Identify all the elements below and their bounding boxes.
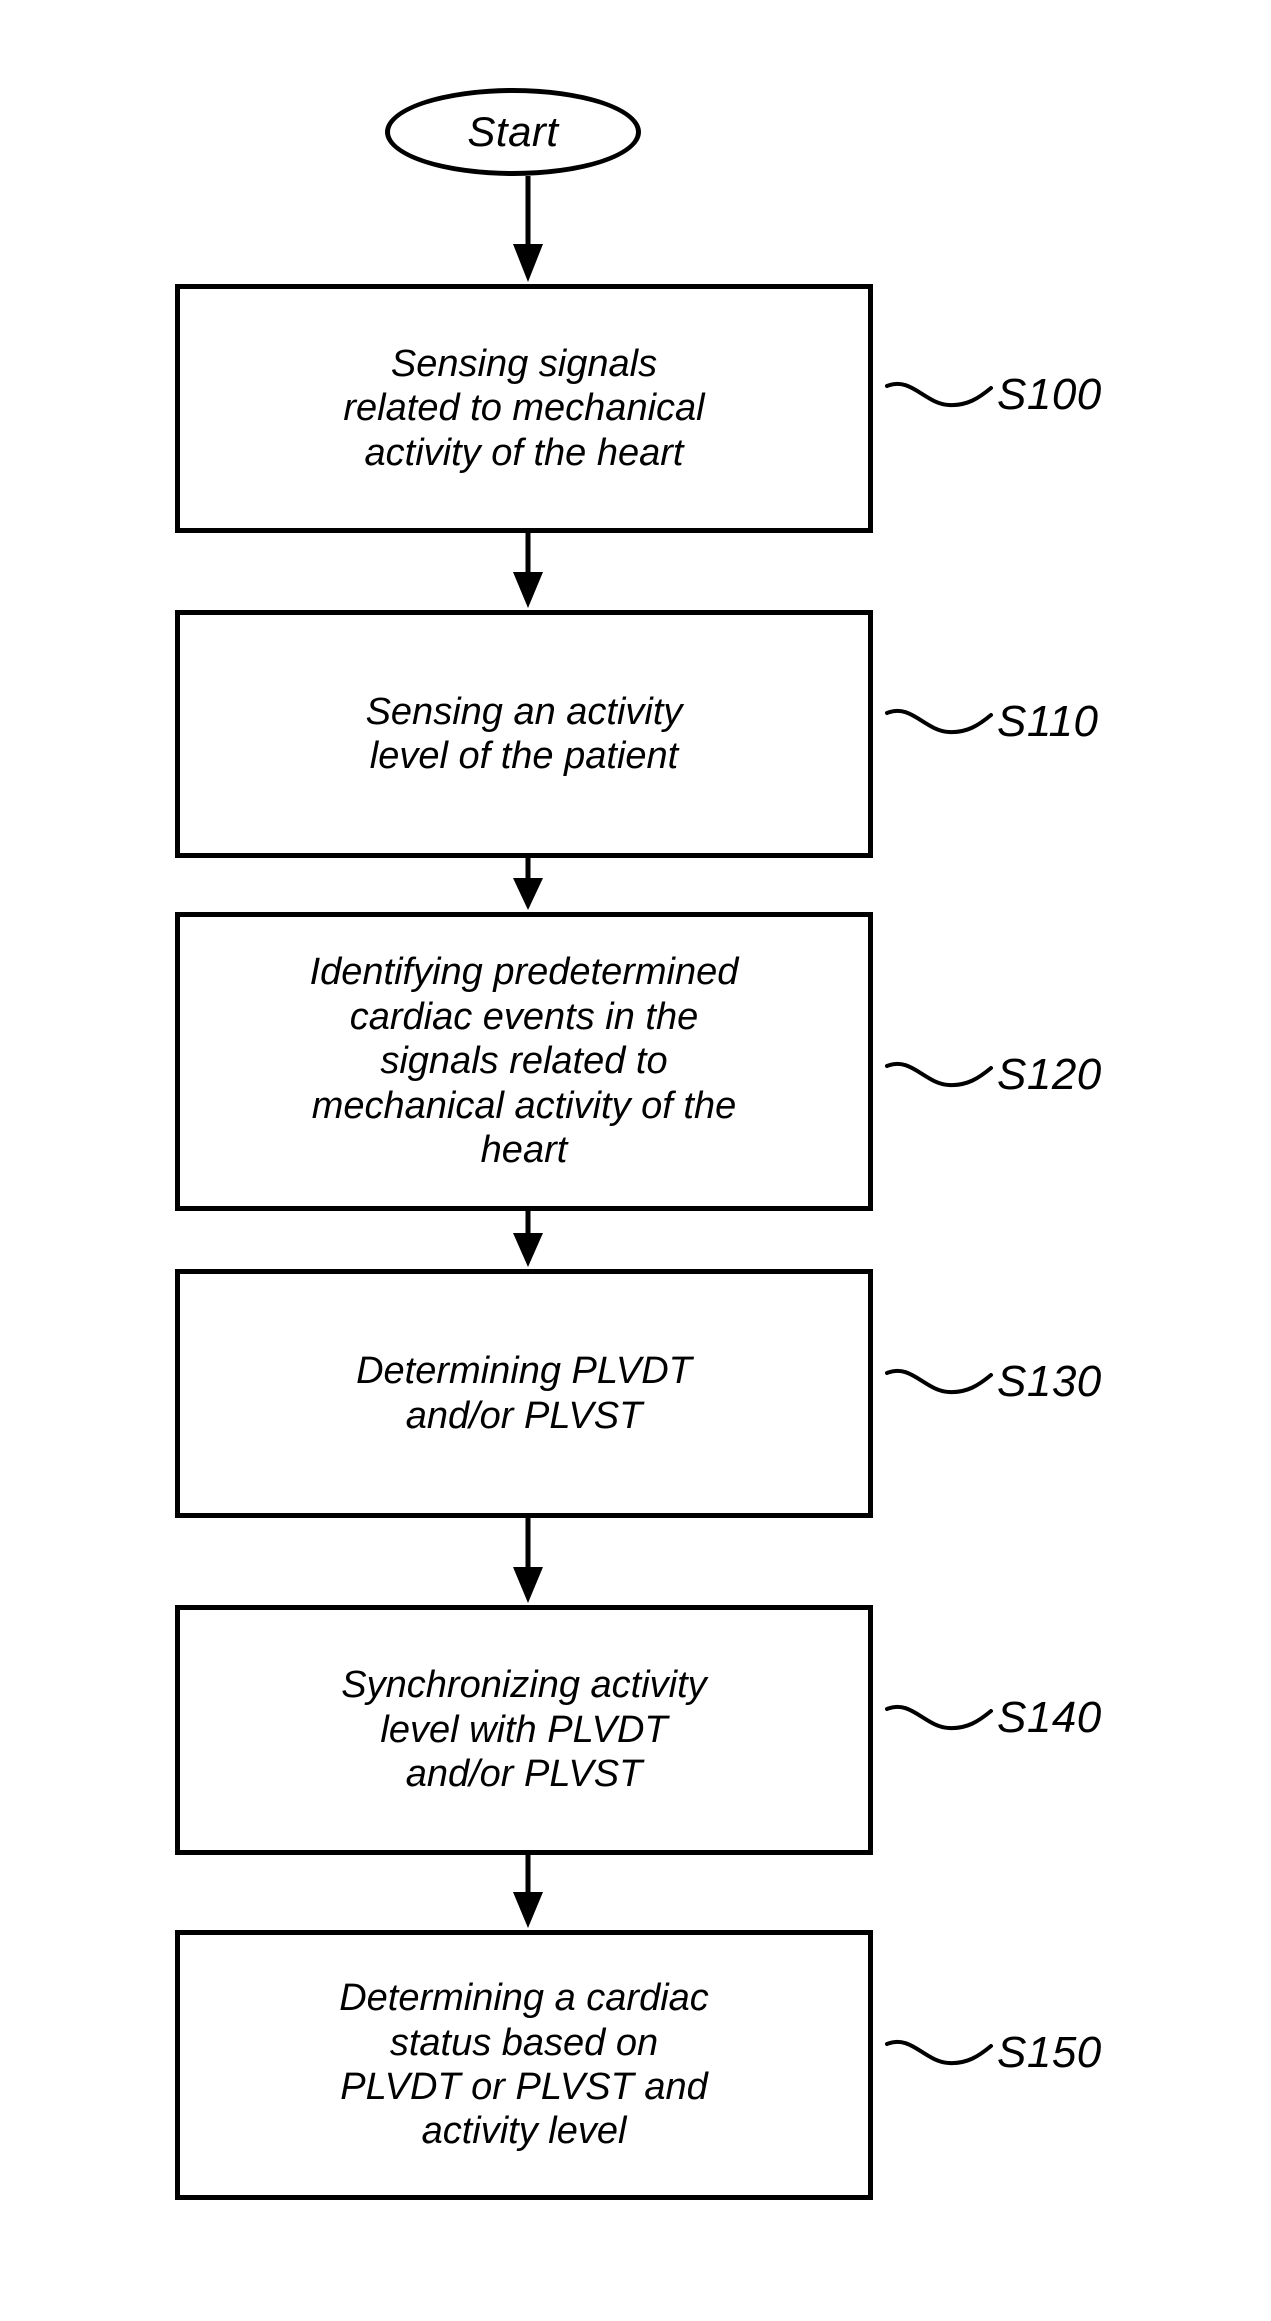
- leader-line-s110: [885, 699, 995, 743]
- connector-s140-to-s150: [506, 1855, 550, 1930]
- connector-s130-to-s140: [506, 1518, 550, 1605]
- process-box-s110: Sensing an activity level of the patient: [175, 610, 873, 858]
- process-box-s120: Identifying predetermined cardiac events…: [175, 912, 873, 1211]
- reference-label-s150: S150: [997, 2028, 1102, 2077]
- arrow-down-icon: [513, 1855, 543, 1928]
- process-box-s130: Determining PLVDT and/or PLVST: [175, 1269, 873, 1518]
- process-box-s100-text: Sensing signals related to mechanical ac…: [343, 342, 705, 474]
- leader-line-s140: [885, 1695, 995, 1739]
- leader-line-s150: [885, 2030, 995, 2074]
- connector-s110-to-s120: [506, 858, 550, 912]
- arrow-down-icon: [513, 858, 543, 910]
- arrow-down-icon: [513, 1518, 543, 1603]
- arrow-down-icon: [513, 176, 543, 282]
- reference-label-s110: S110: [997, 697, 1099, 746]
- connector-s120-to-s130: [506, 1211, 550, 1269]
- leader-line-s120: [885, 1052, 995, 1096]
- connector-s100-to-s110: [506, 533, 550, 610]
- process-box-s110-text: Sensing an activity level of the patient: [365, 690, 683, 777]
- reference-label-s140: S140: [997, 1693, 1102, 1742]
- start-node: Start: [385, 88, 641, 176]
- arrow-down-icon: [513, 533, 543, 608]
- start-node-label: Start: [467, 108, 559, 155]
- process-box-s140-text: Synchronizing activity level with PLVDT …: [341, 1664, 707, 1796]
- reference-label-s100: S100: [997, 370, 1102, 419]
- reference-label-s120: S120: [997, 1050, 1102, 1099]
- leader-line-s100: [885, 372, 995, 416]
- process-box-s150-text: Determining a cardiac status based on PL…: [339, 1977, 709, 2153]
- connector-start-to-s100: [506, 176, 550, 284]
- process-box-s140: Synchronizing activity level with PLVDT …: [175, 1605, 873, 1855]
- process-box-s100: Sensing signals related to mechanical ac…: [175, 284, 873, 533]
- process-box-s150: Determining a cardiac status based on PL…: [175, 1930, 873, 2200]
- reference-label-s130: S130: [997, 1357, 1102, 1406]
- leader-line-s130: [885, 1359, 995, 1403]
- arrow-down-icon: [513, 1211, 543, 1267]
- process-box-s120-text: Identifying predetermined cardiac events…: [309, 951, 739, 1172]
- process-box-s130-text: Determining PLVDT and/or PLVST: [356, 1350, 692, 1437]
